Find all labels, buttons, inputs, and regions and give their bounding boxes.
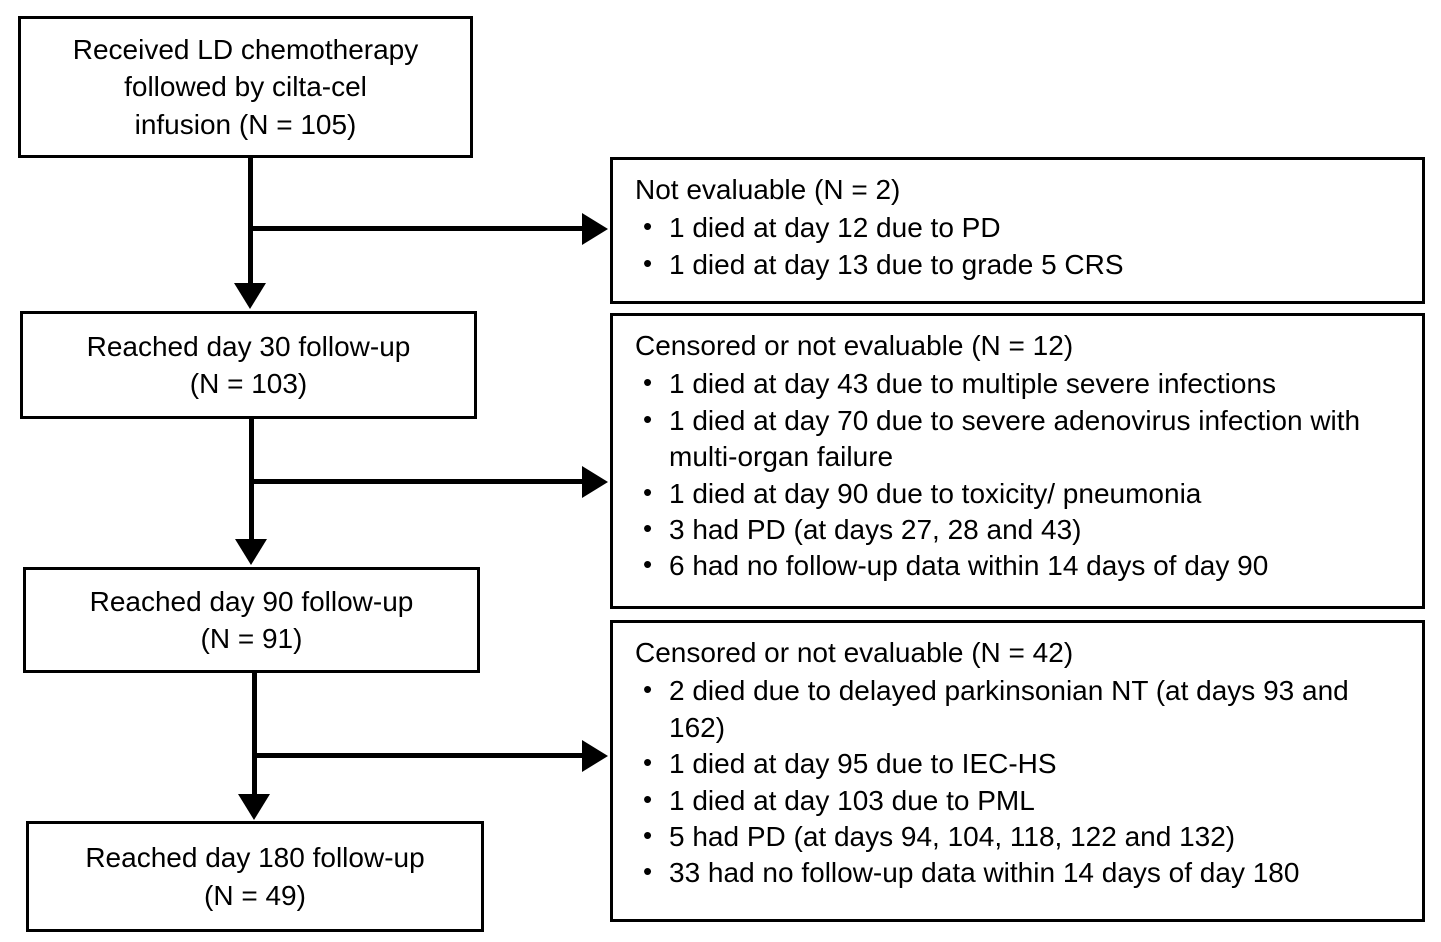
list-item: • 1 died at day 90 due to toxicity/ pneu… xyxy=(635,476,1408,512)
node-day30-line-2: (N = 103) xyxy=(189,368,308,399)
bullet-icon: • xyxy=(643,549,653,580)
list-item-text: 1 died at day 13 due to grade 5 CRS xyxy=(669,248,1124,280)
list-item-text: 33 had no follow-up data within 14 days … xyxy=(669,857,1300,889)
exclusion-box-2: Censored or not evaluable (N = 12) • 1 d… xyxy=(610,313,1425,609)
node-day180: Reached day 180 follow-up (N = 49) xyxy=(26,821,484,932)
list-item-text: 2 died due to delayed parkinsonian NT (a… xyxy=(669,675,1349,743)
list-item-text: 1 died at day 103 due to PML xyxy=(669,784,1035,816)
node-infusion-line-3: infusion (N = 105) xyxy=(134,108,357,140)
connector-hline-1 xyxy=(248,226,585,231)
exclusion-box-1: Not evaluable (N = 2) • 1 died at day 12… xyxy=(610,157,1425,304)
list-item: • 6 had no follow-up data within 14 days… xyxy=(635,548,1408,584)
list-item: • 1 died at day 103 due to PML xyxy=(635,783,1408,819)
list-item: • 1 died at day 13 due to grade 5 CRS xyxy=(635,247,1408,283)
node-infusion: Received LD chemotherapy followed by cil… xyxy=(18,16,473,158)
list-item-text: 6 had no follow-up data within 14 days o… xyxy=(669,550,1269,582)
exclusion-3-heading: Censored or not evaluable (N = 42) xyxy=(635,637,1074,668)
bullet-icon: • xyxy=(643,512,653,543)
node-day90: Reached day 90 follow-up (N = 91) xyxy=(23,567,480,673)
list-item-text: 3 had PD (at days 27, 28 and 43) xyxy=(669,513,1082,545)
list-item-text: 5 had PD (at days 94, 104, 118, 122 and … xyxy=(669,820,1236,852)
node-day30-line-1: Reached day 30 follow-up xyxy=(86,330,411,362)
list-item: • 1 died at day 43 due to multiple sever… xyxy=(635,366,1408,402)
node-infusion-line-2: followed by cilta-cel xyxy=(124,71,367,103)
bullet-icon: • xyxy=(643,476,653,507)
exclusion-2-heading: Censored or not evaluable (N = 12) xyxy=(635,330,1074,361)
list-item-text: 1 died at day 12 due to PD xyxy=(669,212,1001,244)
bullet-icon: • xyxy=(643,783,653,814)
node-day180-line-2: (N = 49) xyxy=(204,879,306,911)
connector-vline-1 xyxy=(248,158,253,286)
node-day30: Reached day 30 follow-up (N = 103) xyxy=(20,311,477,419)
list-item: • 1 died at day 12 due to PD xyxy=(635,210,1408,246)
connector-vline-3 xyxy=(252,673,257,797)
connector-arrow-down-1 xyxy=(234,283,266,309)
exclusion-3-list: • 2 died due to delayed parkinsonian NT … xyxy=(635,673,1408,891)
bullet-icon: • xyxy=(643,674,653,705)
connector-arrow-right-3 xyxy=(582,740,608,772)
list-item: • 5 had PD (at days 94, 104, 118, 122 an… xyxy=(635,819,1408,855)
connector-hline-3 xyxy=(252,753,585,758)
list-item-text: 1 died at day 70 due to severe adenoviru… xyxy=(669,404,1361,473)
list-item: • 2 died due to delayed parkinsonian NT … xyxy=(635,673,1408,746)
bullet-icon: • xyxy=(643,247,653,278)
connector-arrow-right-2 xyxy=(582,466,608,498)
list-item: • 3 had PD (at days 27, 28 and 43) xyxy=(635,512,1408,548)
connector-arrow-down-3 xyxy=(238,794,270,820)
connector-hline-2 xyxy=(249,479,585,484)
node-day90-line-1: Reached day 90 follow-up xyxy=(89,585,414,617)
bullet-icon: • xyxy=(643,819,653,850)
list-item: • 33 had no follow-up data within 14 day… xyxy=(635,855,1408,891)
exclusion-1-list: • 1 died at day 12 due to PD • 1 died at… xyxy=(635,210,1408,283)
connector-arrow-down-2 xyxy=(235,539,267,565)
connector-arrow-right-1 xyxy=(582,213,608,245)
node-infusion-line-1: Received LD chemotherapy xyxy=(72,34,419,66)
bullet-icon: • xyxy=(643,403,653,434)
list-item-text: 1 died at day 90 due to toxicity/ pneumo… xyxy=(669,477,1202,509)
bullet-icon: • xyxy=(643,747,653,778)
bullet-icon: • xyxy=(643,211,653,242)
bullet-icon: • xyxy=(643,367,653,398)
node-day90-line-2: (N = 91) xyxy=(200,623,303,654)
node-day180-line-1: Reached day 180 follow-up xyxy=(85,842,425,874)
list-item-text: 1 died at day 95 due to IEC-HS xyxy=(669,748,1057,780)
list-item: • 1 died at day 70 due to severe adenovi… xyxy=(635,403,1408,476)
list-item: • 1 died at day 95 due to IEC-HS xyxy=(635,746,1408,782)
exclusion-1-heading: Not evaluable (N = 2) xyxy=(635,174,901,205)
list-item-text: 1 died at day 43 due to multiple severe … xyxy=(669,368,1277,400)
exclusion-box-3: Censored or not evaluable (N = 42) • 2 d… xyxy=(610,620,1425,922)
bullet-icon: • xyxy=(643,856,653,887)
exclusion-2-list: • 1 died at day 43 due to multiple sever… xyxy=(635,366,1408,584)
